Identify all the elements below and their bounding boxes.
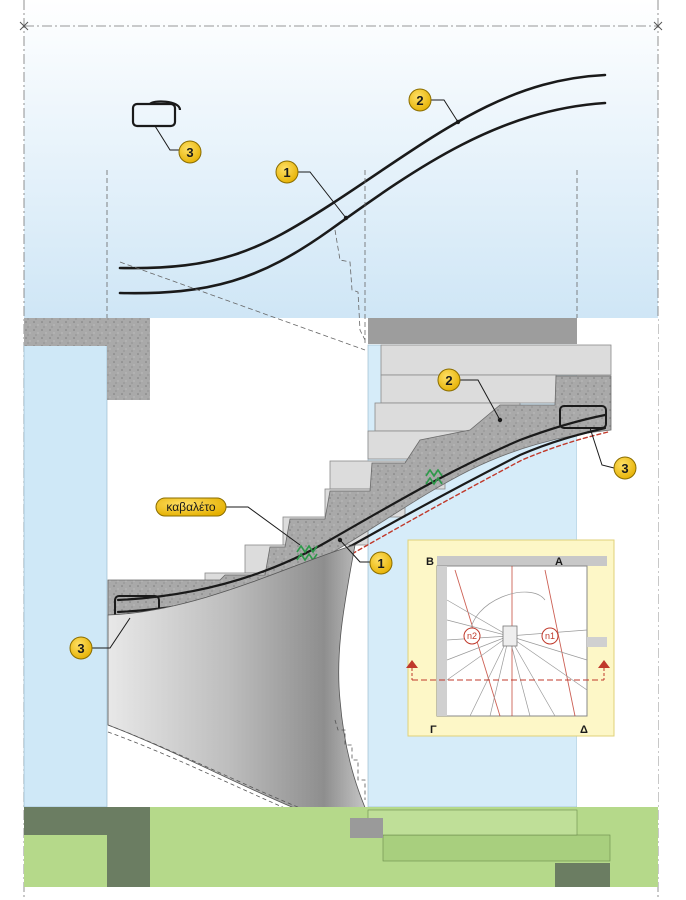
- stair-soffit: [107, 544, 379, 837]
- corner-d: Δ: [580, 724, 588, 736]
- frame-ticks: [19, 21, 663, 31]
- marker-n1: n1: [545, 631, 555, 641]
- svg-text:3: 3: [186, 145, 193, 160]
- svg-text:3: 3: [621, 461, 628, 476]
- corner-g: Γ: [430, 724, 437, 736]
- left-wall: [23, 344, 108, 808]
- stirrup-right: [559, 405, 607, 429]
- ground-landing-right: [367, 809, 578, 836]
- ground-funnel-base: [350, 818, 383, 838]
- rebar-1-line: [118, 73, 607, 270]
- callout-detail-rebar-lower: 2: [437, 368, 503, 423]
- marker-n2: n2: [467, 631, 477, 641]
- callout-detail-rebar-upper: 1: [337, 537, 393, 575]
- stirrup-icon: [131, 100, 182, 128]
- rebar-2-line: [118, 101, 607, 295]
- plan-inset: n2 n1 Β Α Γ Δ: [406, 539, 615, 737]
- ground-column-left: [107, 807, 150, 887]
- rebar-elevation: [118, 73, 607, 295]
- landing-column-left: [107, 318, 150, 400]
- ground-step-right: [382, 834, 611, 862]
- callout-detail-stirrup-right: 3: [589, 427, 637, 480]
- svg-text:2: 2: [416, 93, 423, 108]
- ground-corner-right: [555, 863, 610, 887]
- callout-rebar-upper: 1: [275, 160, 349, 221]
- projection-lines: [106, 170, 578, 351]
- callout-rebar-lower: 2: [408, 88, 461, 125]
- landing-slab-right: [368, 318, 577, 344]
- svg-text:καβαλέτο: καβαλέτο: [166, 500, 216, 514]
- svg-text:2: 2: [445, 373, 452, 388]
- svg-text:1: 1: [283, 165, 290, 180]
- sky-background: [24, 0, 658, 318]
- support-tag: καβαλέτο: [155, 497, 301, 546]
- corner-a: Α: [555, 556, 563, 568]
- callout-stirrup-top: 3: [154, 125, 202, 164]
- svg-text:3: 3: [77, 641, 84, 656]
- corner-b: Β: [426, 556, 434, 568]
- callout-detail-stirrup-left: 3: [69, 617, 131, 660]
- svg-text:1: 1: [377, 556, 384, 571]
